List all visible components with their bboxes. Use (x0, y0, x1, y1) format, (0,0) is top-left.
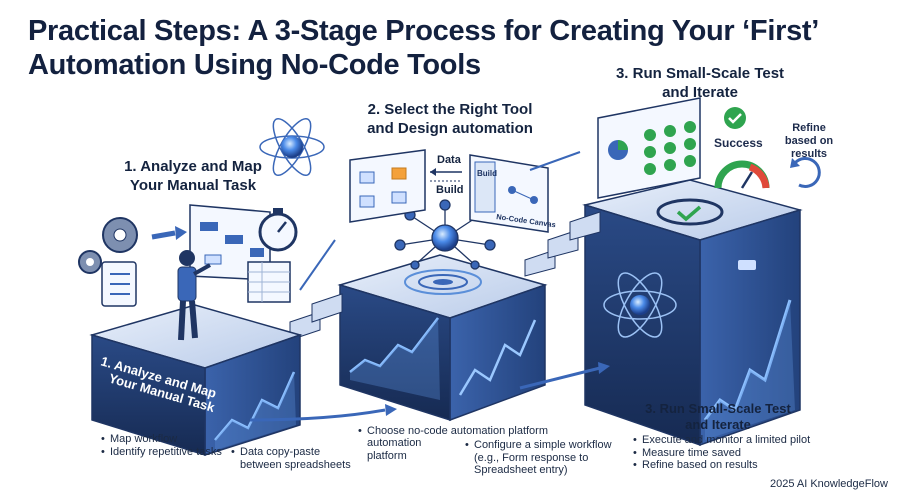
stage3-heading-line1: 3. Run Small-Scale Test (615, 65, 785, 82)
stage1-heading-line2: Your Manual Task (129, 177, 257, 194)
stage3-bottom-heading-line1: 3. Run Small-Scale Test (645, 401, 791, 416)
stage2-block (337, 254, 548, 422)
bullet: Execute and monitor a limited pilot (633, 434, 862, 447)
stage2-heading: 2. Select the Right Tool and Design auto… (350, 100, 550, 138)
refine-label: Refine based on results (784, 122, 834, 160)
stage3-bottom-heading-line2: and Iterate (685, 417, 751, 432)
stage2-bullets-right: Configure a simple workflow (e.g., Form … (464, 439, 624, 477)
bullet: Data copy-paste between spreadsheets (231, 446, 360, 471)
stage2-bullets-left: Choose no-code automation platform (357, 425, 587, 438)
data-label: Data (437, 154, 462, 166)
bullet: Refine based on results (633, 459, 862, 472)
stage1-props (78, 204, 298, 341)
build-label: Build (436, 184, 464, 196)
stage2-screens (349, 149, 549, 233)
stage2-heading-line1: 2. Select the Right Tool (367, 101, 533, 118)
stage1-heading-line1: 1. Analyze and Map (124, 158, 262, 175)
stage3-bottom-heading: 3. Run Small-Scale Test and Iterate (618, 401, 818, 433)
success-label: Success (714, 136, 763, 150)
credit-text: 2025 AI KnowledgeFlow (769, 478, 888, 490)
stage3-bullets: Execute and monitor a limited pilot Meas… (632, 434, 862, 472)
title-line-2: Automation Using No-Code Tools (28, 49, 481, 81)
atom-icon (259, 117, 325, 177)
page-title: Practical Steps: A 3-Stage Process for C… (28, 14, 828, 82)
stage2-heading-line2: and Design automation (367, 120, 533, 137)
bullet: Measure time saved (633, 447, 862, 460)
stage1-heading: 1. Analyze and Map Your Manual Task (108, 157, 278, 195)
stage3-heading-line2: and Iterate (662, 84, 738, 101)
bullet: Map workflow (101, 433, 230, 446)
stage3-heading: 3. Run Small-Scale Test and Iterate (600, 64, 800, 102)
stage2-platform-note: automation platform (367, 437, 422, 462)
bullet: Identify repetitive tasks (101, 446, 230, 459)
stage3-dashboard (597, 97, 821, 199)
title-line-1: Practical Steps: A 3-Stage Process for C… (28, 15, 820, 47)
screen-build-label: Build (477, 169, 497, 178)
bullet: Configure a simple workflow (e.g., Form … (465, 439, 624, 477)
stairs-2-3 (524, 211, 601, 277)
stage1-bullets-right: Data copy-paste between spreadsheets (230, 446, 360, 471)
stage3-block (582, 179, 803, 447)
stage1-bullets-left: Map workflow Identify repetitive tasks (100, 433, 230, 458)
stairs-1-2 (289, 293, 343, 341)
connector-arrows (249, 151, 610, 422)
bullet: Choose no-code automation platform (358, 425, 587, 438)
